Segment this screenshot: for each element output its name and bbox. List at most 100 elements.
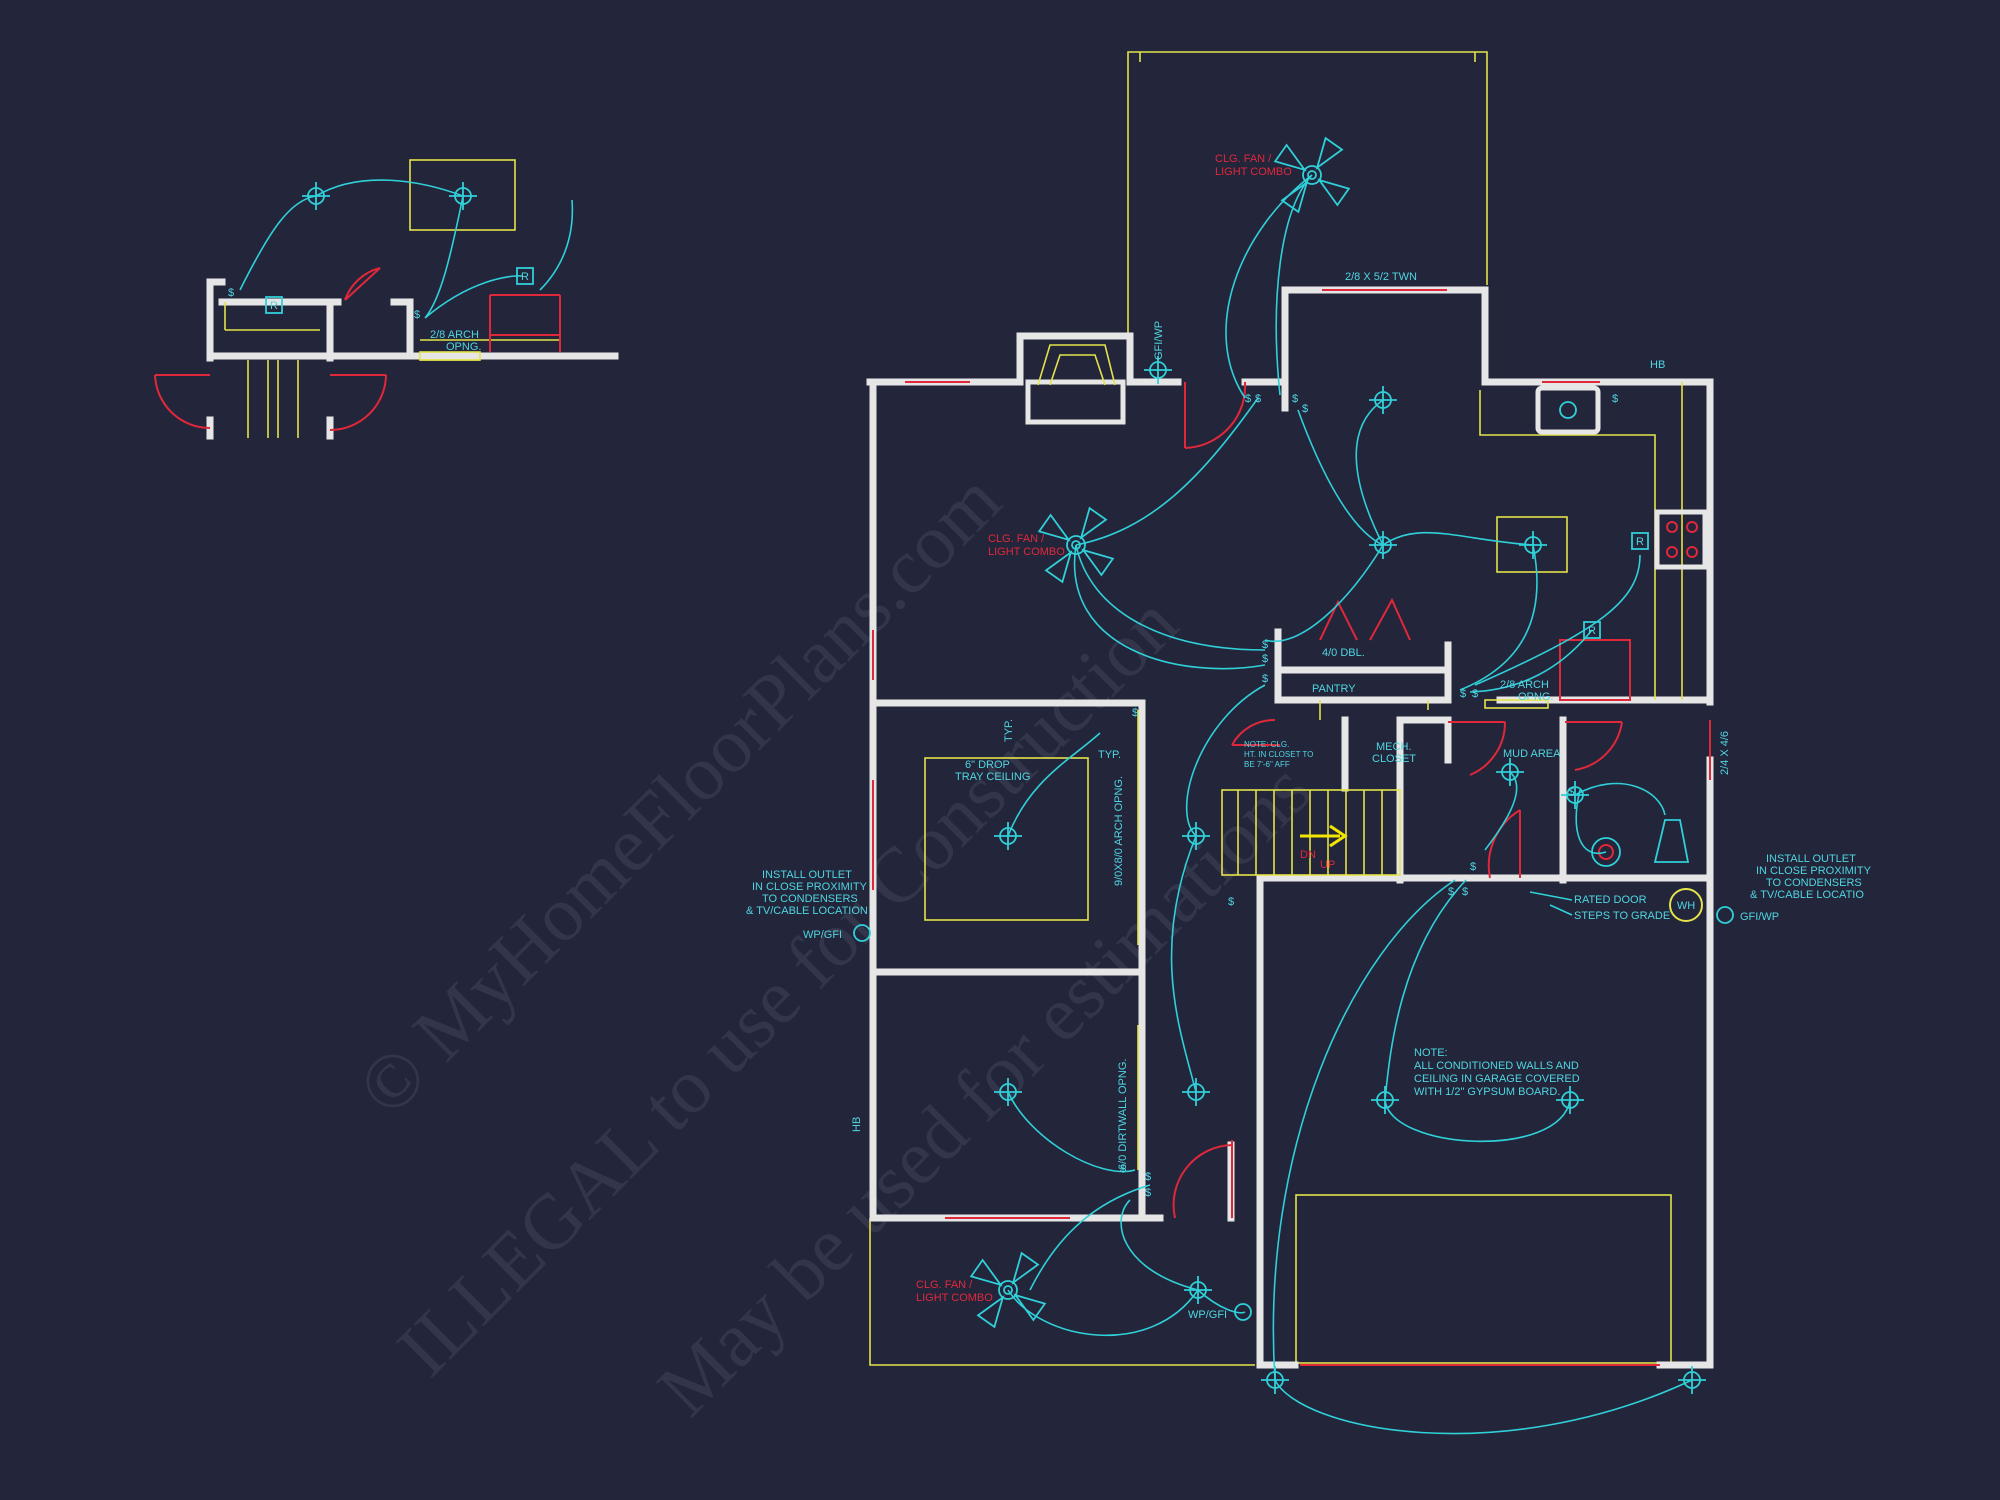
stairs: DN UP (1221, 789, 1401, 876)
wire (1170, 835, 1197, 1093)
wall-bedroom-1 (869, 699, 1146, 1222)
switch: $ (1462, 886, 1468, 898)
inset-arch-opening (419, 351, 481, 361)
wire (1574, 782, 1666, 816)
inset-table (409, 159, 516, 231)
wire (1459, 544, 1538, 691)
label-garage-note-2: ALL CONDITIONED WALLS AND (1414, 1060, 1579, 1072)
ceiling-fans (969, 136, 1351, 1329)
inset-plan: R R $ $ 2/8 ARCH OPNG. (154, 159, 619, 440)
wire (1474, 554, 1641, 686)
label-outlet-right-4: & TV/CABLE LOCATIO (1750, 889, 1864, 901)
inset-switch-2: $ (414, 309, 420, 321)
stair-treads (1237, 790, 1383, 875)
wire (1029, 1184, 1151, 1291)
label-mud-area: MUD AREA (1503, 748, 1561, 760)
kitchen-cabinets (1479, 382, 1708, 709)
wall-north-kitchen (1241, 286, 1714, 706)
label-garage-note-4: WITH 1/2" GYPSUM BOARD. (1414, 1086, 1560, 1098)
wire (1484, 771, 1518, 851)
door-front (1172, 1140, 1233, 1219)
switch: $ (1302, 403, 1308, 415)
label-outlet-left-2: IN CLOSE PROXIMITY (752, 881, 868, 893)
window-marks (872, 289, 1711, 1366)
label-clg-fan-living-2: LIGHT COMBO (988, 546, 1065, 558)
door-pantry-double (1319, 597, 1411, 641)
inset-arch-label-1: 2/8 ARCH (430, 329, 479, 341)
fireplace-box (1037, 344, 1116, 386)
light-fixture-icon (1556, 1086, 1584, 1114)
fireplace (1025, 344, 1126, 425)
door-mud (1448, 721, 1507, 776)
light-fixture-icon (1369, 531, 1397, 559)
label-hb-top: HB (1650, 359, 1665, 371)
light-fixture-icon (1182, 822, 1210, 850)
water-heater-icon (1669, 888, 1703, 922)
light-fixtures (994, 356, 1706, 1394)
label-clg-fan-front-1: CLG. FAN / (916, 1279, 973, 1291)
wall-pantry (1274, 628, 1452, 704)
label-outlet-right-2: IN CLOSE PROXIMITY (1756, 865, 1872, 877)
label-outlet-left-4: & TV/CABLE LOCATION (746, 905, 868, 917)
switch: $ (1568, 786, 1574, 798)
inset-switch: $ (228, 287, 234, 299)
label-pantry: PANTRY (1312, 683, 1356, 695)
ceiling-fan-icon (1273, 136, 1351, 214)
arch-openings (1137, 700, 1429, 1170)
wall-north-living (866, 332, 1182, 386)
label-tray-1: 6" DROP (965, 759, 1010, 771)
rear-porch-outline (1127, 51, 1488, 335)
label-rated-door: RATED DOOR (1574, 894, 1647, 906)
switch: $ (1262, 653, 1268, 665)
switches: $ $ $ $ $ $ $ $ $ $ $ $ $ $ $ $ $ $ $ (1120, 393, 1618, 1199)
garage-door-outline (1295, 1194, 1672, 1364)
label-outlet-left-3: TO CONDENSERS (762, 893, 858, 905)
front-porch-outline (869, 1218, 1255, 1366)
light-fixture-icon (994, 1078, 1022, 1106)
ceiling-fan-icon (1037, 506, 1115, 584)
fireplace-hearth (1025, 379, 1126, 425)
inset-receptacle-label: R (270, 300, 278, 312)
refrigerator (1559, 639, 1631, 701)
windows (872, 289, 1711, 1366)
inset-receptacle-icon-2 (516, 267, 534, 285)
switch: $ (1612, 393, 1618, 405)
light-fixture-icon (1561, 781, 1589, 809)
label-clg-fan-porch-2: LIGHT COMBO (1215, 166, 1292, 178)
door-rated (1487, 809, 1521, 879)
label-clg-fan-front-2: LIGHT COMBO (916, 1292, 993, 1304)
label-outlet-right-1: INSTALL OUTLET (1766, 853, 1856, 865)
door-closet (1231, 718, 1280, 746)
switch: $ (1472, 688, 1478, 700)
wire (1382, 531, 1534, 546)
label-dbl-door: 4/0 DBL. (1322, 647, 1365, 659)
kitchen-island (1496, 516, 1568, 573)
wiring (1007, 174, 1693, 1435)
wire (1073, 544, 1266, 670)
wire (1007, 1091, 1136, 1173)
switch: $ (1448, 886, 1454, 898)
label-window-kitchen: 2/8 X 5/2 TWN (1345, 271, 1417, 283)
inset-receptacle-icon (265, 296, 283, 314)
wire (1264, 544, 1384, 643)
wire (1355, 399, 1384, 546)
switch: $ (1145, 1171, 1151, 1183)
label-arch-kitchen-1: 2/8 ARCH (1500, 679, 1549, 691)
light-fixture-icon (1678, 1366, 1706, 1394)
switch: $ (1228, 896, 1234, 908)
wire (1007, 732, 1101, 837)
door-laundry (1565, 721, 1623, 771)
label-arch-bedroom: 9/0X8/0 ARCH OPNG. (1113, 776, 1125, 886)
label-clg-fan-living-1: CLG. FAN / (988, 533, 1045, 545)
burner-icon (1666, 521, 1678, 533)
wire (1120, 1199, 1199, 1291)
tray-ceiling (924, 757, 1089, 921)
wall-garage (1256, 874, 1714, 1369)
label-arch-kitchen-2: OPNG. (1518, 691, 1553, 703)
inset-walls (206, 278, 619, 362)
wire (1197, 1289, 1246, 1314)
dryer-icon (1653, 819, 1690, 863)
label-typ-1: TYP. (1003, 719, 1015, 742)
laundry-fixtures: WH (1591, 819, 1703, 922)
stair-label-1: DN (1300, 849, 1316, 861)
